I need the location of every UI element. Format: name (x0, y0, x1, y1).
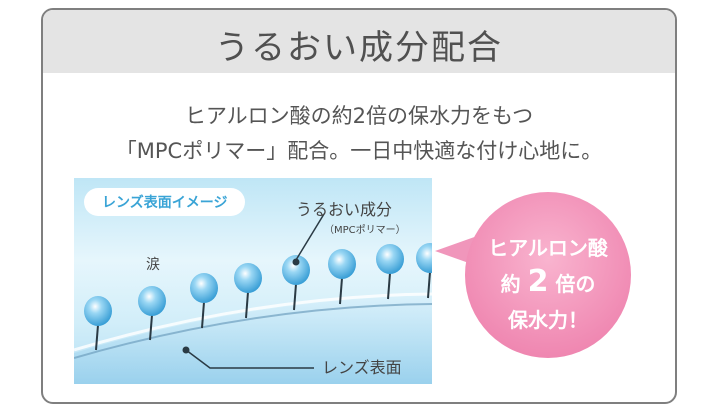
lens-surface-diagram: レンズ表面イメージ うるおい成分 （MPCポリマー） 涙 レンズ表面 (74, 178, 432, 384)
polymer-molecule (234, 263, 262, 319)
lens-surface-highlight (74, 292, 432, 352)
lens-surface-label: レンズ表面 (322, 358, 402, 377)
polymer-molecule (328, 249, 356, 305)
badge-particle: の (575, 272, 596, 296)
badge-line-2: 約 2 倍の (465, 264, 631, 299)
polymer-molecule (138, 286, 166, 341)
lens-surface-band (74, 296, 432, 384)
title-bar: うるおい成分配合 (43, 10, 675, 73)
badge-approx: 約 (500, 272, 521, 296)
badge-line-3: 保水力！ (508, 308, 588, 332)
polymer-molecule (190, 273, 218, 329)
polymer-molecules (84, 243, 432, 351)
polymer-molecule (376, 244, 404, 300)
polymer-molecule (282, 255, 310, 311)
lens-surface-line (74, 303, 432, 359)
description-line-2: 「MPCポリマー」配合。一日中快適な付け心地に。 (115, 139, 603, 163)
page-title: うるおい成分配合 (215, 28, 503, 68)
lens-image-tag: レンズ表面イメージ (84, 188, 246, 216)
tear-label: 涙 (146, 257, 160, 273)
mpc-polymer-sublabel: （MPCポリマー） (324, 225, 406, 236)
moisture-pointer (292, 213, 325, 266)
benefit-badge: ヒアルロン酸 約 2 倍の 保水力！ (465, 192, 631, 358)
badge-line-1: ヒアルロン酸 (488, 236, 608, 260)
polymer-molecule (84, 296, 112, 351)
badge-times: 倍 (555, 272, 576, 296)
surface-pointer (182, 346, 314, 369)
moisture-component-label: うるおい成分 (296, 200, 393, 219)
lens-illustration (74, 213, 432, 384)
polymer-molecule (416, 243, 432, 299)
description-line-1: ヒアルロン酸の約2倍の保水力をもつ (184, 104, 534, 128)
badge-multiplier: 2 (527, 264, 549, 299)
